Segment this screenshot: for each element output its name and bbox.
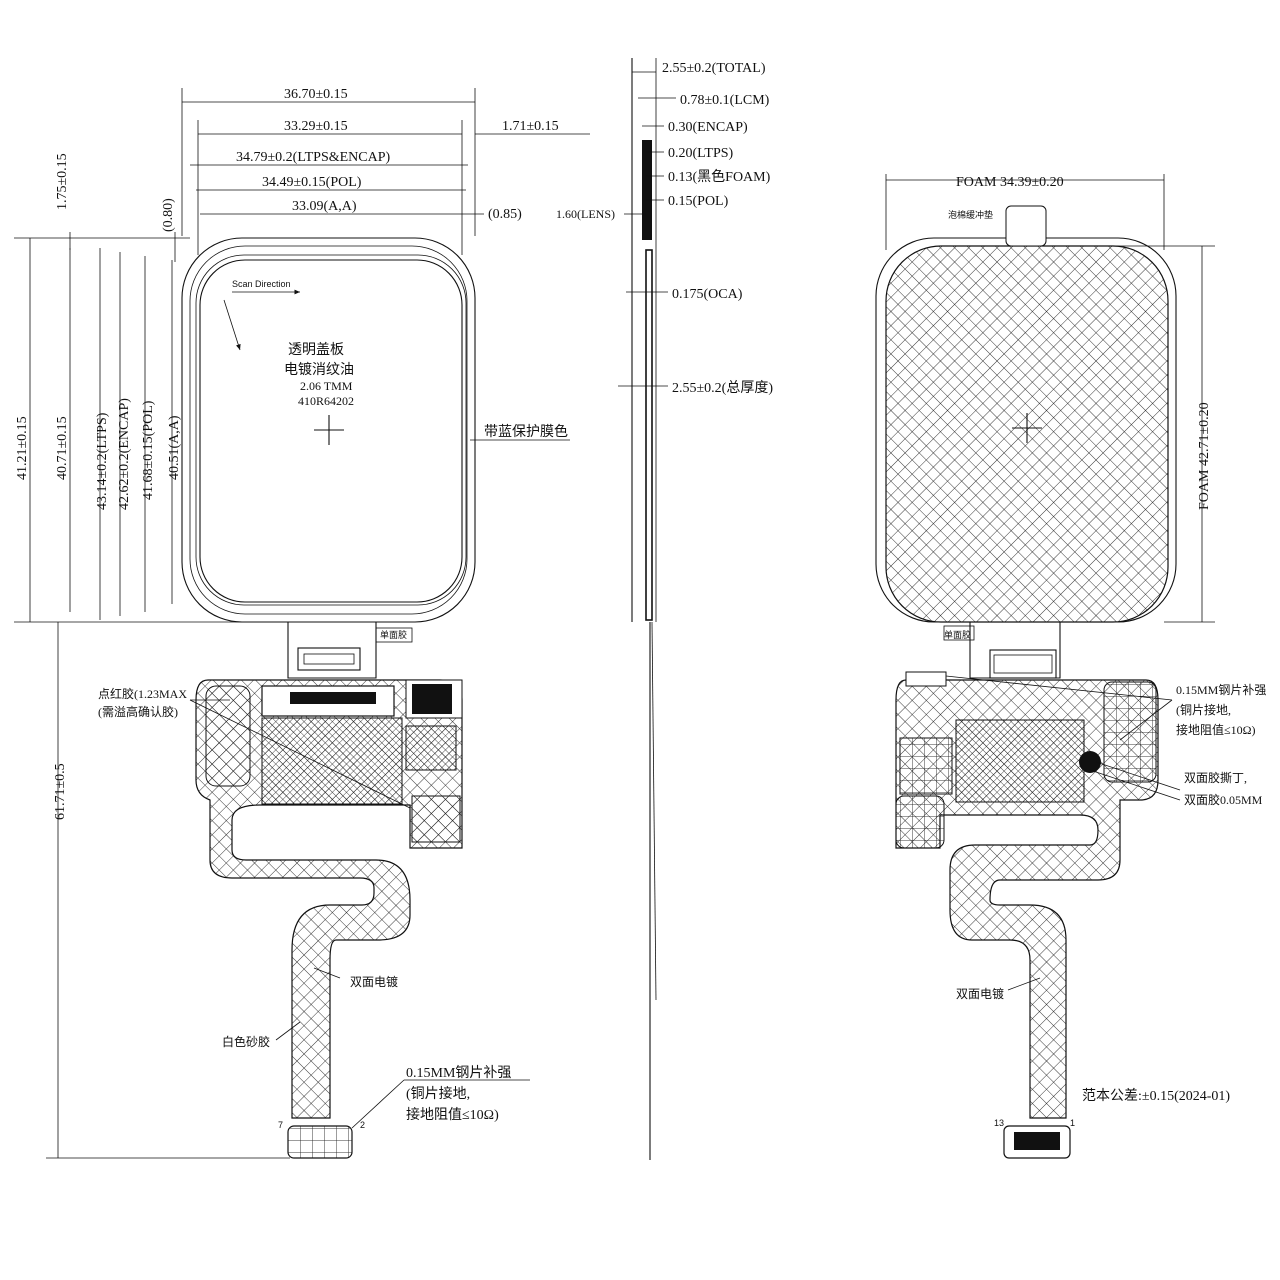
side-pol: 0.15(POL) [668,194,729,209]
side-total-thickness: 2.55±0.2(总厚度) [672,380,773,396]
dim-aa-width: 33.09(A,A) [292,199,357,214]
screen-text-4: 410R64202 [298,394,354,408]
dim-aa-height: 40.51(A,A) [167,415,182,480]
pol-outline [195,254,467,606]
blue-film-label: 带蓝保护膜色 [484,423,568,440]
side-lcm: 0.78±0.1(LCM) [680,93,770,108]
dim-fpc-length: 61.71±0.5 [53,763,68,820]
back-steel-note-2: (铜片接地, [1176,702,1231,717]
dim-encap-height: 42.62±0.2(ENCAP) [117,398,132,510]
dim-width-total: 36.70±0.15 [284,87,348,102]
red-glue-label-2: (需溢高确认胶) [98,704,178,719]
dim-pol-width: 34.49±0.15(POL) [262,175,362,190]
screen-text-1: 透明盖板 [288,342,344,358]
dim-width-inner: 33.29±0.15 [284,119,348,134]
tolerance-label: 范本公差:±0.15(2024-01) [1082,1087,1230,1104]
side-foam: 0.13(黑色FOAM) [668,168,771,185]
fpc-neck [287,622,377,679]
dim-ltps-height: 43.14±0.2(LTPS) [95,412,110,510]
single-side-tape-label: 单面胶 [380,629,407,640]
dim-aa-offset: (0.85) [488,207,522,222]
steel-note-2: (铜片接地, [406,1085,470,1102]
dim-pol-height: 41.68±0.15(POL) [141,400,156,500]
back-double-plating: 双面电镀 [956,987,1004,1001]
side-view: 2.55±0.2(TOTAL) 0.78±0.1(LCM) 0.30(ENCAP… [556,58,773,1160]
dim-top-offset: (0.80) [161,198,176,232]
pin-right-label: 2 [360,1120,365,1130]
screen-text-2: 电镀消纹油 [284,361,354,378]
foam-height-label: FOAM 42.71±0.20 [1197,402,1212,510]
side-oca: 0.175(OCA) [672,287,743,302]
dim-height-inner: 40.71±0.15 [55,416,70,480]
steel-note-3: 接地阻值≤10Ω) [406,1106,499,1123]
red-glue-label-1: 点红胶(1.23MAX [98,686,187,701]
foam-width-label: FOAM 34.39±0.20 [956,175,1064,190]
ltps-outline [189,245,468,615]
side-total: 2.55±0.2(TOTAL) [662,61,766,76]
scan-direction-label: Scan Direction [232,279,291,289]
back-steel-note-1: 0.15MM钢片补强 [1176,683,1266,697]
back-pin-right: 1 [1070,1118,1075,1128]
double-tape-1: 双面胶撕丁, [1184,770,1247,785]
side-encap: 0.30(ENCAP) [668,120,748,135]
foam-cushion-label: 泡棉缓冲垫 [948,209,993,220]
fpc-connector [287,1125,353,1159]
front-view: Scan Direction 透明盖板 电镀消纹油 2.06 TMM 410R6… [14,87,590,1159]
dim-top-gap: 1.75±0.15 [55,153,70,210]
active-area-outline [199,259,463,603]
dim-bezel: 1.71±0.15 [502,119,559,134]
white-sand-label: 白色砂胶 [222,1034,270,1049]
pin-left-label: 7 [278,1120,283,1130]
back-single-side-tape: 单面胶 [944,629,971,640]
side-ltps: 0.20(LTPS) [668,146,734,161]
cover-glass-outline [181,237,476,623]
side-lens: 1.60(LENS) [556,207,615,221]
double-plating-label: 双面电镀 [350,975,398,989]
screen-text-3: 2.06 TMM [300,379,353,393]
steel-note-1: 0.15MM钢片补强 [406,1065,511,1081]
dim-height-total: 41.21±0.15 [15,416,30,480]
dim-ltps-encap: 34.79±0.2(LTPS&ENCAP) [236,150,391,165]
back-view: FOAM 34.39±0.20 泡棉缓冲垫 FOAM 42.71±0.20 单面… [875,174,1266,1159]
back-pin-left: 13 [994,1118,1004,1128]
double-tape-2: 双面胶0.05MM [1184,792,1263,807]
back-steel-note-3: 接地阻值≤10Ω) [1176,722,1256,737]
